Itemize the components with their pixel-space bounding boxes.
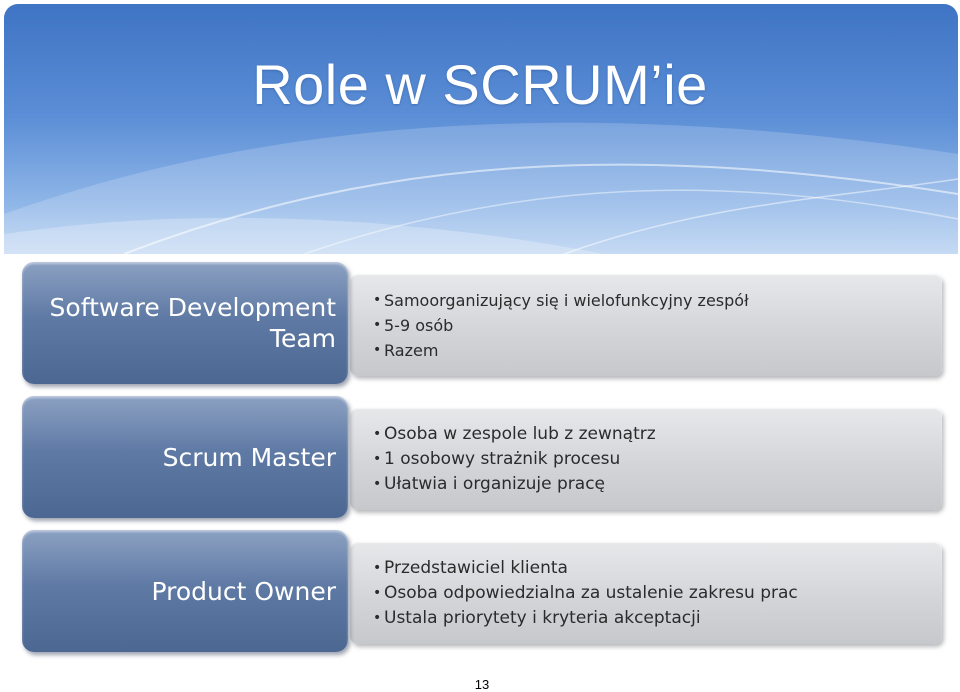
bullet-item: •Przedstawiciel klienta [373,556,942,581]
role-details-development-team: •Samoorganizujący się i wielofunkcyjny z… [350,274,942,376]
role-details-scrum-master: •Osoba w zespole lub z zewnątrz •1 osobo… [350,408,942,510]
bullet-icon: • [373,476,382,492]
bullet-icon: • [373,317,382,333]
bullet-item: •5-9 osób [373,313,942,338]
bullet-item: •Samoorganizujący się i wielofunkcyjny z… [373,288,942,313]
bullet-icon: • [373,610,382,626]
bullet-icon: • [373,342,382,358]
role-name: Software Development Team [49,293,336,353]
role-box-development-team: Software Development Team [22,262,348,384]
title-banner [4,4,958,254]
bullet-icon: • [373,560,382,576]
bullet-item: •Ułatwia i organizuje pracę [373,472,942,497]
bullet-item: •Osoba odpowiedzialna za ustalenie zakre… [373,581,942,606]
role-box-scrum-master: Scrum Master [22,396,348,518]
bullet-icon: • [373,292,382,308]
bullet-item: •Ustala priorytety i kryteria akceptacji [373,606,942,631]
role-name: Product Owner [151,576,337,606]
bullet-item: •Razem [373,338,942,363]
slide-title: Role w SCRUM’ie [252,53,708,116]
bullet-item: •Osoba w zespole lub z zewnątrz [373,422,942,447]
bullet-item: •1 osobowy strażnik procesu [373,447,942,472]
bullet-icon: • [373,426,382,442]
page-number: 13 [474,677,490,692]
banner-swoosh-decoration [4,122,958,254]
role-box-product-owner: Product Owner [22,530,348,652]
bullet-icon: • [373,585,382,601]
role-name: Scrum Master [162,442,336,472]
role-details-product-owner: •Przedstawiciel klienta •Osoba odpowiedz… [350,542,942,644]
bullet-icon: • [373,451,382,467]
